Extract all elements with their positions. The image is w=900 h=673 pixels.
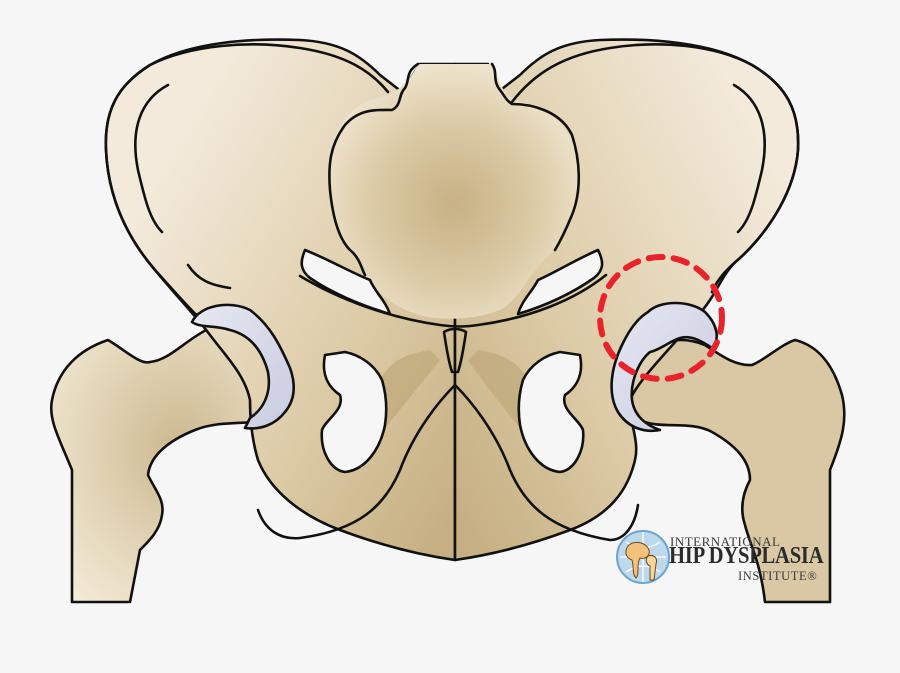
right-acetabulum-cartilage bbox=[610, 301, 719, 433]
right-obturator-foramen bbox=[517, 350, 585, 474]
logo-line-hip-dysplasia: HIP DYSPLASIA bbox=[669, 543, 824, 569]
right-iliac-crest bbox=[510, 43, 800, 294]
left-acetabulum-cartilage bbox=[190, 303, 295, 430]
left-iliac-crest bbox=[104, 43, 390, 320]
right-pelvic-opening bbox=[516, 248, 604, 316]
globe-icon bbox=[616, 530, 670, 584]
institute-logo: INTERNATIONAL HIP DYSPLASIA INSTITUTE® bbox=[612, 526, 827, 590]
pubic-symphysis bbox=[442, 327, 468, 374]
dysplasia-highlight-circle bbox=[597, 254, 725, 382]
left-obturator-foramen bbox=[320, 350, 388, 474]
pubic-arch bbox=[256, 383, 457, 540]
logo-line-international: INTERNATIONAL bbox=[670, 534, 781, 549]
sacrum bbox=[327, 64, 580, 319]
logo-line-institute: INSTITUTE® bbox=[738, 569, 818, 583]
